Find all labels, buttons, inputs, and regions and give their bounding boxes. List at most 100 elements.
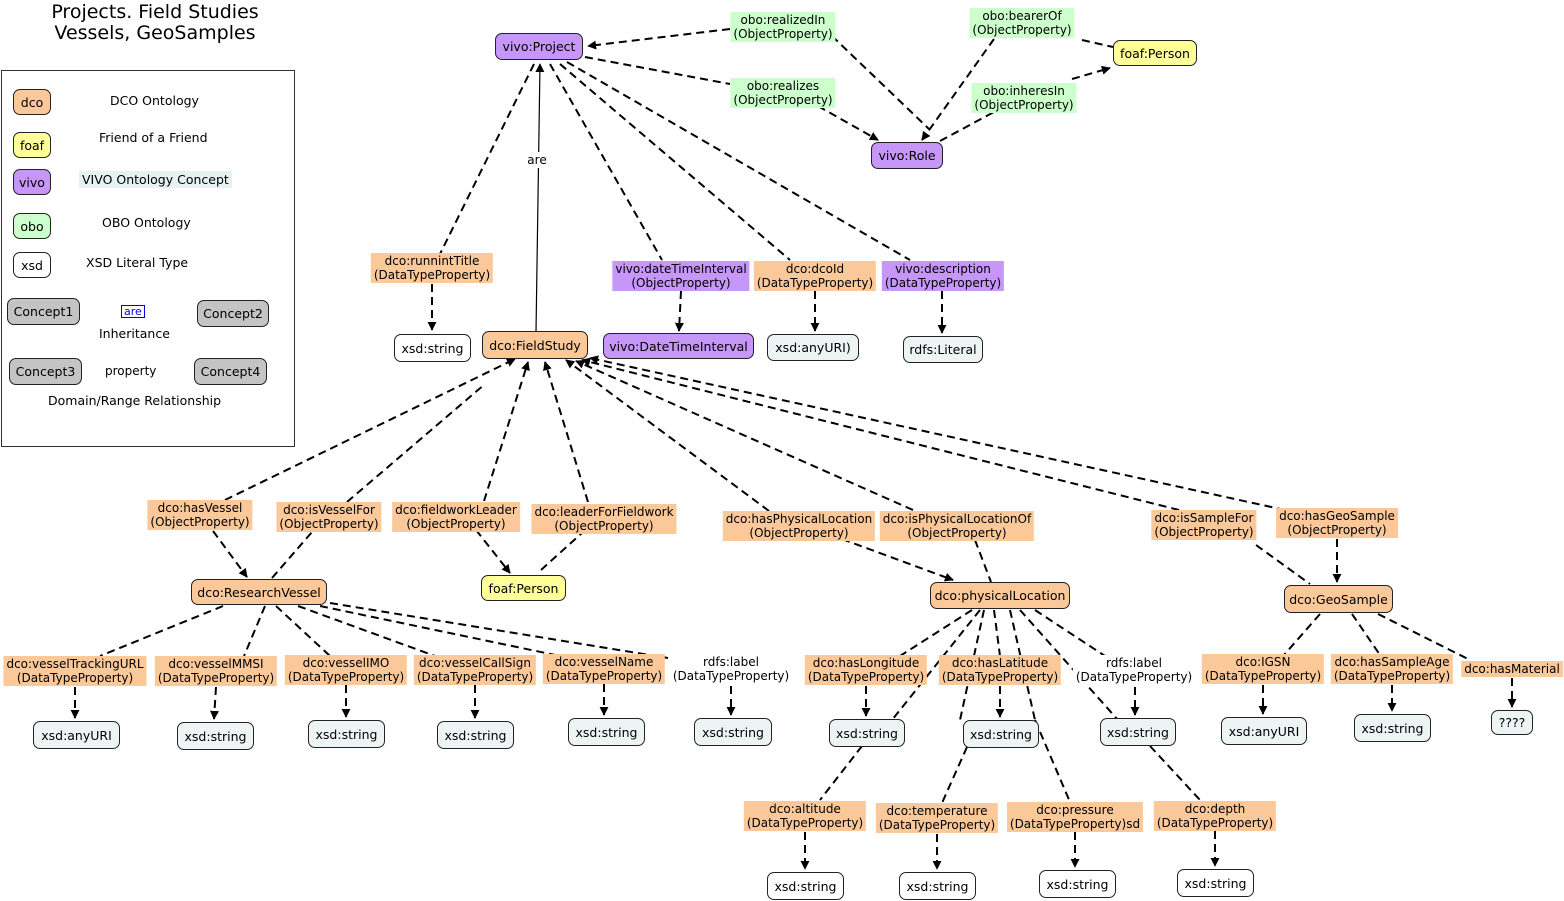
relationship-edge [974, 539, 992, 583]
edge-label-description: vivo:description(DataTypeProperty) [881, 261, 1005, 291]
legend-relationship-label: property [103, 364, 159, 378]
relationship-edge [899, 609, 973, 657]
edge-label-line: (DataTypeProperty) [672, 669, 790, 683]
edge-label-line: (DataTypeProperty) [157, 671, 275, 685]
diagram-title: Projects. Field Studies Vessels, GeoSamp… [30, 2, 280, 44]
edge-label-running-title: dco:runnintTitle(DataTypeProperty) [370, 253, 494, 283]
edge-label-are: are [524, 152, 550, 168]
relationship-edge [212, 530, 248, 578]
legend-text-vivo: VIVO Ontology Concept [79, 171, 232, 188]
edge-label-line: (DataTypeProperty) [1075, 670, 1193, 684]
inheritance-edge [535, 63, 545, 333]
legend-text-xsd: XSD Literal Type [86, 255, 189, 270]
legend-inheritance-label: are [121, 305, 145, 318]
edge-label-line: (DataTypeProperty)sd [1009, 817, 1141, 831]
edge-label-line: (DataTypeProperty) [756, 276, 874, 290]
relationship-edge [1034, 609, 1106, 657]
relationship-edge [674, 290, 684, 332]
node-xlab: xsd:string [1100, 718, 1176, 746]
edge-label-bearer-of: obo:bearerOf(ObjectProperty) [969, 8, 1075, 38]
edge-label-line: (ObjectProperty) [733, 27, 833, 41]
legend-swatch-xsd: xsd [13, 252, 51, 278]
relationship-edge [559, 63, 791, 261]
edge-label-line: rdfs:label [1106, 656, 1162, 670]
edge-label-line: (ObjectProperty) [733, 93, 833, 107]
edge-label-line: dco:vesselCallSign [419, 656, 531, 670]
node-xv1: xsd:anyURI [33, 721, 120, 749]
node-xpres: xsd:string [1039, 870, 1116, 898]
relationship-edge [831, 35, 931, 131]
edge-label-fieldwork-leader: dco:fieldworkLeader(ObjectProperty) [392, 502, 520, 532]
relationship-edge [891, 609, 981, 721]
relationship-edge [243, 605, 266, 657]
relationship-edge [1071, 65, 1111, 80]
relationship-edge [224, 358, 516, 501]
node-fieldstudy: dco:FieldStudy [482, 331, 588, 359]
node-vessel: dco:ResearchVessel [191, 579, 327, 605]
node-xlon: xsd:string [829, 719, 905, 747]
legend-concept4: Concept4 [194, 358, 267, 385]
relationship-edge [271, 531, 313, 579]
edge-label-date-time-interval: vivo:dateTimeInterval(ObjectProperty) [612, 261, 750, 291]
edge-label-rdfs-label1: rdfs:label(DataTypeProperty) [669, 654, 793, 684]
edge-label-has-material: dco:hasMaterial [1461, 661, 1563, 677]
edge-label-line: (DataTypeProperty) [884, 276, 1002, 290]
relationship-edge [819, 745, 863, 801]
relationship-edge [1377, 613, 1471, 661]
relationship-edge [297, 605, 436, 657]
edge-label-line: (ObjectProperty) [1287, 523, 1387, 537]
edge-label-vessel-i-m-o: dco:vesselIMO(DataTypeProperty) [284, 655, 408, 685]
edge-label-line: dco:depth [1184, 802, 1246, 816]
edge-label-line: dco:hasGeoSample [1279, 509, 1395, 523]
relationship-edge [475, 529, 511, 574]
relationship-edge [543, 361, 589, 503]
edge-label-line: (DataTypeProperty) [1156, 816, 1274, 830]
edge-label-line: are [527, 153, 547, 167]
edge-label-line: dco:temperature [886, 804, 988, 818]
node-xv5: xsd:string [568, 718, 645, 746]
edge-label-line: (DataTypeProperty) [545, 669, 663, 683]
relationship-edge [319, 605, 561, 657]
edge-label-is-sample-for: dco:isSampleFor(ObjectProperty) [1151, 510, 1257, 540]
edge-label-line: dco:hasPhysicalLocation [725, 512, 873, 526]
node-physloc: dco:physicalLocation [930, 582, 1070, 609]
edge-label-dco-id: dco:dcoId(DataTypeProperty) [753, 261, 877, 291]
edge-label-line: dco:hasMaterial [1464, 662, 1560, 676]
edge-label-line: dco:hasLatitude [951, 656, 1049, 670]
edge-label-line: (ObjectProperty) [972, 23, 1072, 37]
relationship-edge [993, 609, 1001, 657]
relationship-edge [1255, 544, 1311, 585]
node-xdepth: xsd:string [1177, 869, 1254, 897]
edge-label-line: dco:runnintTitle [384, 254, 480, 268]
edge-label-line: vivo:dateTimeInterval [615, 262, 747, 276]
edge-label-line: dco:isPhysicalLocationOf [882, 512, 1032, 526]
edge-label-line: obo:realizes [746, 79, 820, 93]
legend-swatch-dco: dco [13, 89, 51, 115]
edge-label-line: dco:hasVessel [157, 501, 243, 515]
legend-swatch-vivo: vivo [13, 169, 51, 195]
relationship-edge [275, 605, 331, 657]
legend-inheritance-caption: Inheritance [99, 326, 170, 341]
edge-label-line: (ObjectProperty) [1154, 525, 1254, 539]
edge-label-line: obo:inheresIn [983, 84, 1065, 98]
node-rdfs-literal: rdfs:Literal [903, 336, 983, 363]
edge-label-line: (DataTypeProperty) [878, 818, 996, 832]
edge-label-has-vessel: dco:hasVessel(ObjectProperty) [147, 500, 253, 530]
edge-label-line: rdfs:label [703, 655, 759, 669]
edge-label-is-physical-location-of: dco:isPhysicalLocationOf(ObjectProperty) [879, 511, 1035, 541]
relationship-edge [1081, 39, 1114, 48]
relationship-edge [1283, 613, 1321, 656]
edge-label-pressure: dco:pressure(DataTypeProperty)sd [1006, 802, 1144, 832]
edge-label-has-sample-age: dco:hasSampleAge(DataTypeProperty) [1330, 654, 1454, 684]
relationship-edge [817, 105, 879, 141]
edge-label-line: (DataTypeProperty) [1333, 669, 1451, 683]
node-role: vivo:Role [871, 142, 943, 169]
relationship-edge [1351, 613, 1381, 656]
edge-label-line: (ObjectProperty) [279, 517, 379, 531]
relationship-edge [581, 357, 1180, 511]
legend-concept1: Concept1 [7, 298, 80, 325]
edge-label-line: dco:altitude [769, 802, 841, 816]
edge-label-line: (DataTypeProperty) [416, 670, 534, 684]
relationship-edge [584, 56, 731, 85]
